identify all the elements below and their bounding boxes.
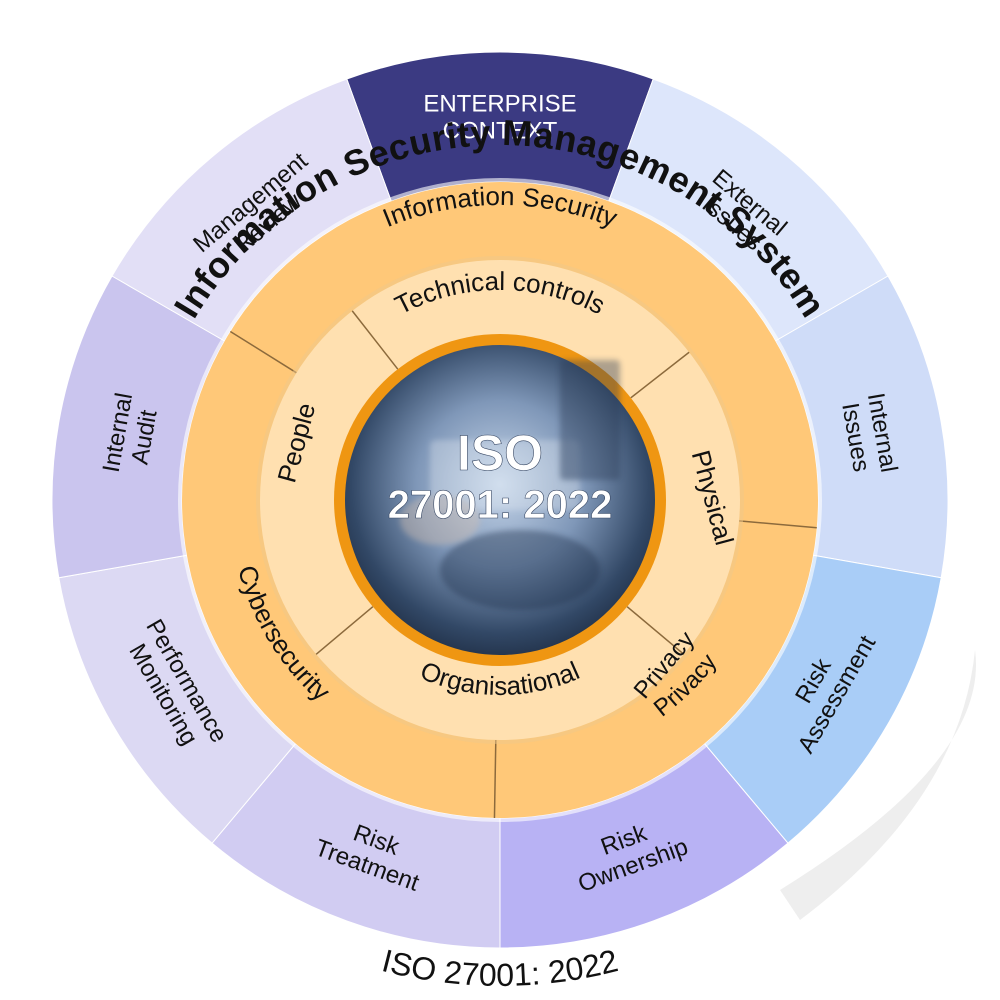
- inner-divider: [315, 606, 374, 655]
- inner-divider: [351, 310, 399, 370]
- middle-divider: [493, 739, 497, 818]
- inner-divider: [630, 351, 690, 399]
- inner-ring-dividers: [315, 310, 690, 655]
- center-title: ISO: [457, 425, 543, 481]
- middle-ring-dividers: [229, 330, 817, 818]
- middle-divider: [739, 520, 817, 529]
- inner-divider: [626, 606, 685, 655]
- decorative-swoosh: [780, 650, 976, 920]
- bottom-label: ISO 27001: 2022: [379, 942, 622, 993]
- center-subtitle: 27001: 2022: [388, 483, 613, 527]
- middle-divider: [229, 330, 297, 374]
- center-photo-detail: [400, 360, 620, 610]
